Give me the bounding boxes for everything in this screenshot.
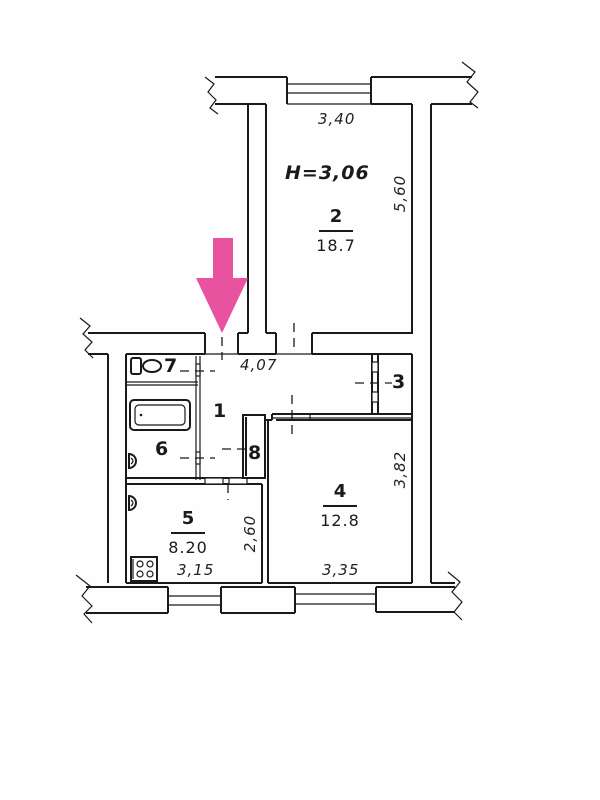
entrance-arrow-icon	[196, 238, 248, 333]
room-8-label: 8	[248, 442, 262, 464]
stove-fixture	[130, 556, 158, 582]
toilet-fixture	[130, 357, 162, 375]
room-2-number: 2	[329, 206, 343, 227]
room-1-label: 1	[213, 400, 227, 422]
closet-8	[242, 414, 266, 479]
room-4-label: 4 12.8	[318, 481, 362, 530]
dim-room4-length: 3,82	[391, 450, 410, 489]
top-exterior-wall	[204, 61, 479, 115]
hall-top-wall	[79, 317, 412, 583]
room-5-label: 5 8.20	[166, 508, 210, 557]
kitchen-sink	[128, 494, 137, 512]
dim-room4-width: 3,35	[322, 561, 360, 579]
room-4-rule	[323, 505, 357, 507]
room-7-label: 7	[164, 355, 178, 377]
room-2-rule	[319, 230, 353, 232]
room-5-number: 5	[181, 508, 195, 529]
room-4-number: 4	[333, 481, 347, 502]
bottom-exterior-wall	[75, 571, 463, 624]
bathroom-sink	[128, 452, 137, 470]
room-6-label: 6	[155, 438, 169, 460]
ceiling-height-label: H=3,06	[285, 162, 370, 184]
dim-hall-length: 4,07	[240, 356, 278, 374]
dim-room5-length: 2,60	[241, 514, 260, 553]
room-4-area: 12.8	[320, 510, 360, 530]
room-3-label: 3	[392, 371, 406, 393]
dim-room5-width: 3,15	[177, 561, 215, 579]
kitchen-room4-wall	[261, 414, 273, 583]
door-marks	[180, 323, 392, 500]
bathtub-fixture	[129, 399, 191, 431]
room-5-rule	[171, 532, 205, 534]
room-2-label: 2 18.7	[314, 206, 358, 255]
room4-top-wall	[272, 354, 412, 421]
room2-left-wall	[247, 104, 267, 333]
dim-room2-length: 5,60	[391, 174, 410, 213]
room2-right-wall	[411, 104, 432, 583]
room-5-area: 8.20	[168, 537, 208, 557]
room-2-area: 18.7	[316, 235, 356, 255]
dim-room2-width: 3,40	[318, 110, 356, 128]
